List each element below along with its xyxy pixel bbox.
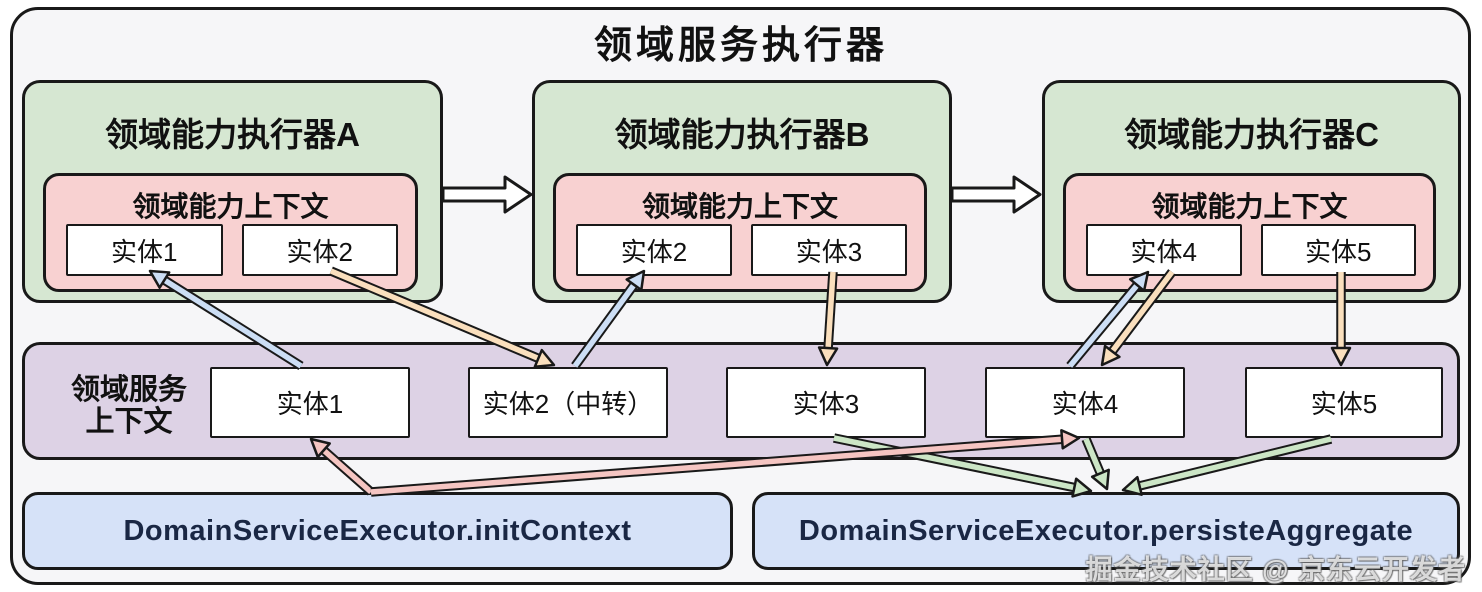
executor-c: 领域能力执行器C 领域能力上下文 实体4 实体5: [1042, 80, 1461, 303]
service-context-label-line1: 领域服务: [70, 374, 187, 406]
exec-a-entity-1: 实体1: [66, 224, 223, 276]
executor-b-context-title: 领域能力上下文: [641, 191, 838, 222]
executor-b: 领域能力执行器B 领域能力上下文 实体2 实体3: [532, 80, 952, 303]
executor-c-title: 领域能力执行器C: [1124, 116, 1379, 153]
init-context-label: DomainServiceExecutor.initContext: [123, 514, 632, 547]
executor-a-title: 领域能力执行器A: [105, 116, 360, 153]
executor-b-capability-context: 领域能力上下文 实体2 实体3: [553, 173, 927, 292]
exec-b-entity-3: 实体3: [751, 224, 907, 276]
exec-b-entity-2: 实体2: [576, 224, 732, 276]
service-entity-3: 实体3: [726, 367, 926, 438]
service-context-label-line2: 上下文: [85, 406, 173, 439]
executor-a: 领域能力执行器A 领域能力上下文 实体1 实体2: [22, 80, 443, 303]
service-context: 领域服务 上下文 实体1 实体2（中转） 实体3 实体4 实体5: [22, 342, 1460, 460]
executor-a-context-title: 领域能力上下文: [132, 191, 329, 222]
executor-c-context-title: 领域能力上下文: [1151, 191, 1348, 222]
executor-c-capability-context: 领域能力上下文 实体4 实体5: [1063, 173, 1436, 292]
executor-b-entity-row: 实体2 实体3: [576, 224, 907, 276]
init-context-box: DomainServiceExecutor.initContext: [22, 492, 733, 570]
service-entity-2-relay: 实体2（中转）: [468, 367, 668, 438]
diagram-title: 领域服务执行器: [593, 25, 888, 67]
service-entity-5: 实体5: [1245, 367, 1443, 438]
executor-c-entity-row: 实体4 实体5: [1086, 224, 1416, 276]
exec-c-entity-5: 实体5: [1260, 224, 1416, 276]
persist-aggregate-box: DomainServiceExecutor.persisteAggregate: [752, 492, 1460, 570]
watermark: 掘金技术社区 @ 京东云开发者: [1085, 555, 1466, 585]
service-context-label: 领域服务 上下文: [51, 374, 207, 439]
exec-a-entity-2: 实体2: [241, 224, 398, 276]
persist-aggregate-label: DomainServiceExecutor.persisteAggregate: [798, 514, 1414, 547]
service-entity-4: 实体4: [985, 367, 1185, 438]
executor-a-capability-context: 领域能力上下文 实体1 实体2: [43, 173, 418, 292]
executor-b-title: 领域能力执行器B: [614, 116, 870, 153]
exec-c-entity-4: 实体4: [1086, 224, 1242, 276]
service-entity-1: 实体1: [210, 367, 410, 438]
executor-a-entity-row: 实体1 实体2: [66, 224, 398, 276]
